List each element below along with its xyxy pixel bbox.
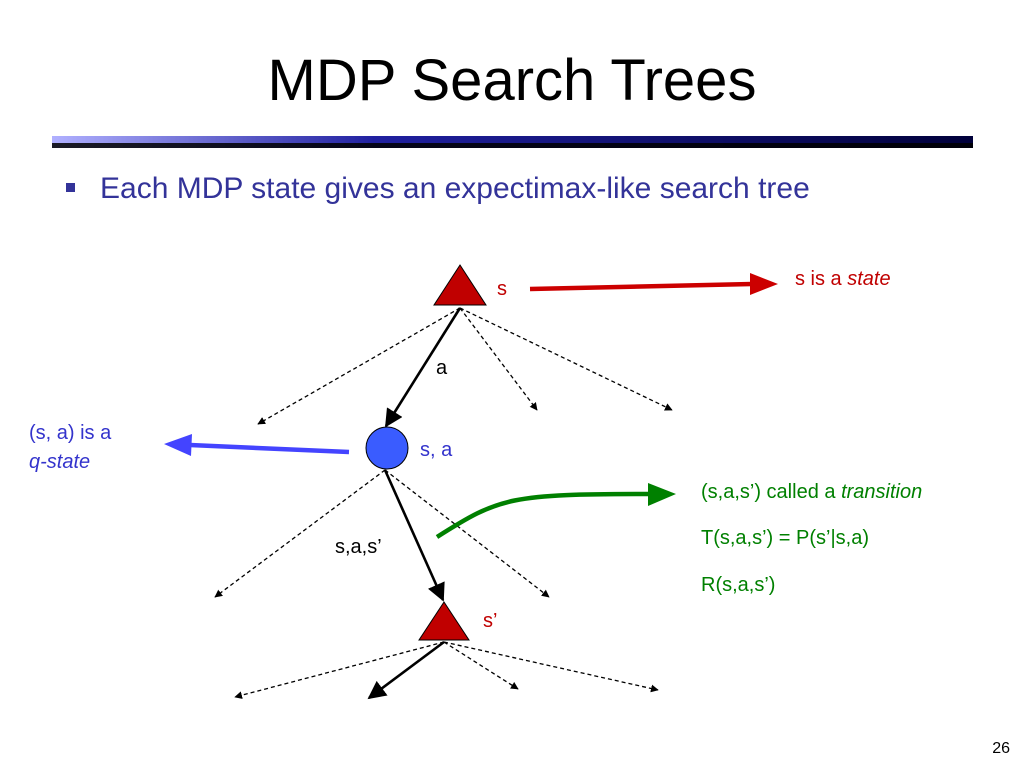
dashed-edge — [459, 307, 538, 411]
dashed-edge — [257, 307, 461, 425]
dashed-edge — [443, 641, 659, 693]
state-annotation-arrow — [529, 273, 778, 295]
qstate-label: s, a — [420, 439, 453, 461]
slide-title: MDP Search Trees — [267, 48, 757, 113]
transition-edge-label: s,a,s’ — [335, 536, 382, 558]
transition-probability-line: T(s,a,s’) = P(s’|s,a) — [701, 527, 869, 549]
next-state-node-triangle — [418, 601, 470, 641]
qstate-annotation-arrow — [164, 434, 350, 456]
transition-reward-line: R(s,a,s’) — [701, 574, 776, 596]
root-state-label: s — [497, 278, 507, 300]
transition-annotation-arrow — [435, 483, 676, 539]
dashed-edge — [214, 469, 386, 598]
qstate-dashed-edges — [214, 469, 550, 598]
next-state-label: s’ — [483, 610, 498, 632]
bullet-square-icon — [66, 183, 75, 192]
next-action-edge — [367, 640, 445, 700]
transition-annotation-term: transition — [841, 481, 923, 503]
transition-annotation-line1: (s,a,s’) called a transition — [701, 481, 923, 503]
transition-edge — [383, 469, 445, 602]
action-edge — [384, 307, 462, 428]
action-label: a — [436, 357, 448, 379]
dashed-edge — [443, 641, 519, 690]
state-annotation-prefix: s is a — [795, 268, 848, 290]
dashed-edge — [234, 641, 445, 699]
bullet-text: Each MDP state gives an expectimax-like … — [100, 172, 810, 205]
page-number: 26 — [992, 740, 1010, 757]
state-node-triangle — [433, 264, 487, 306]
qstate-annotation-term: q-state — [29, 451, 91, 473]
dashed-edge — [459, 307, 673, 411]
next-state-dashed-edges — [234, 641, 659, 699]
qstate-annotation-line1: (s, a) is a — [29, 422, 112, 444]
dashed-edge — [384, 469, 550, 598]
qstate-node-circle — [365, 426, 409, 470]
title-underline — [52, 136, 973, 148]
state-annotation: s is a state — [795, 267, 891, 292]
root-dashed-edges — [257, 307, 673, 425]
state-annotation-term: state — [847, 268, 891, 290]
